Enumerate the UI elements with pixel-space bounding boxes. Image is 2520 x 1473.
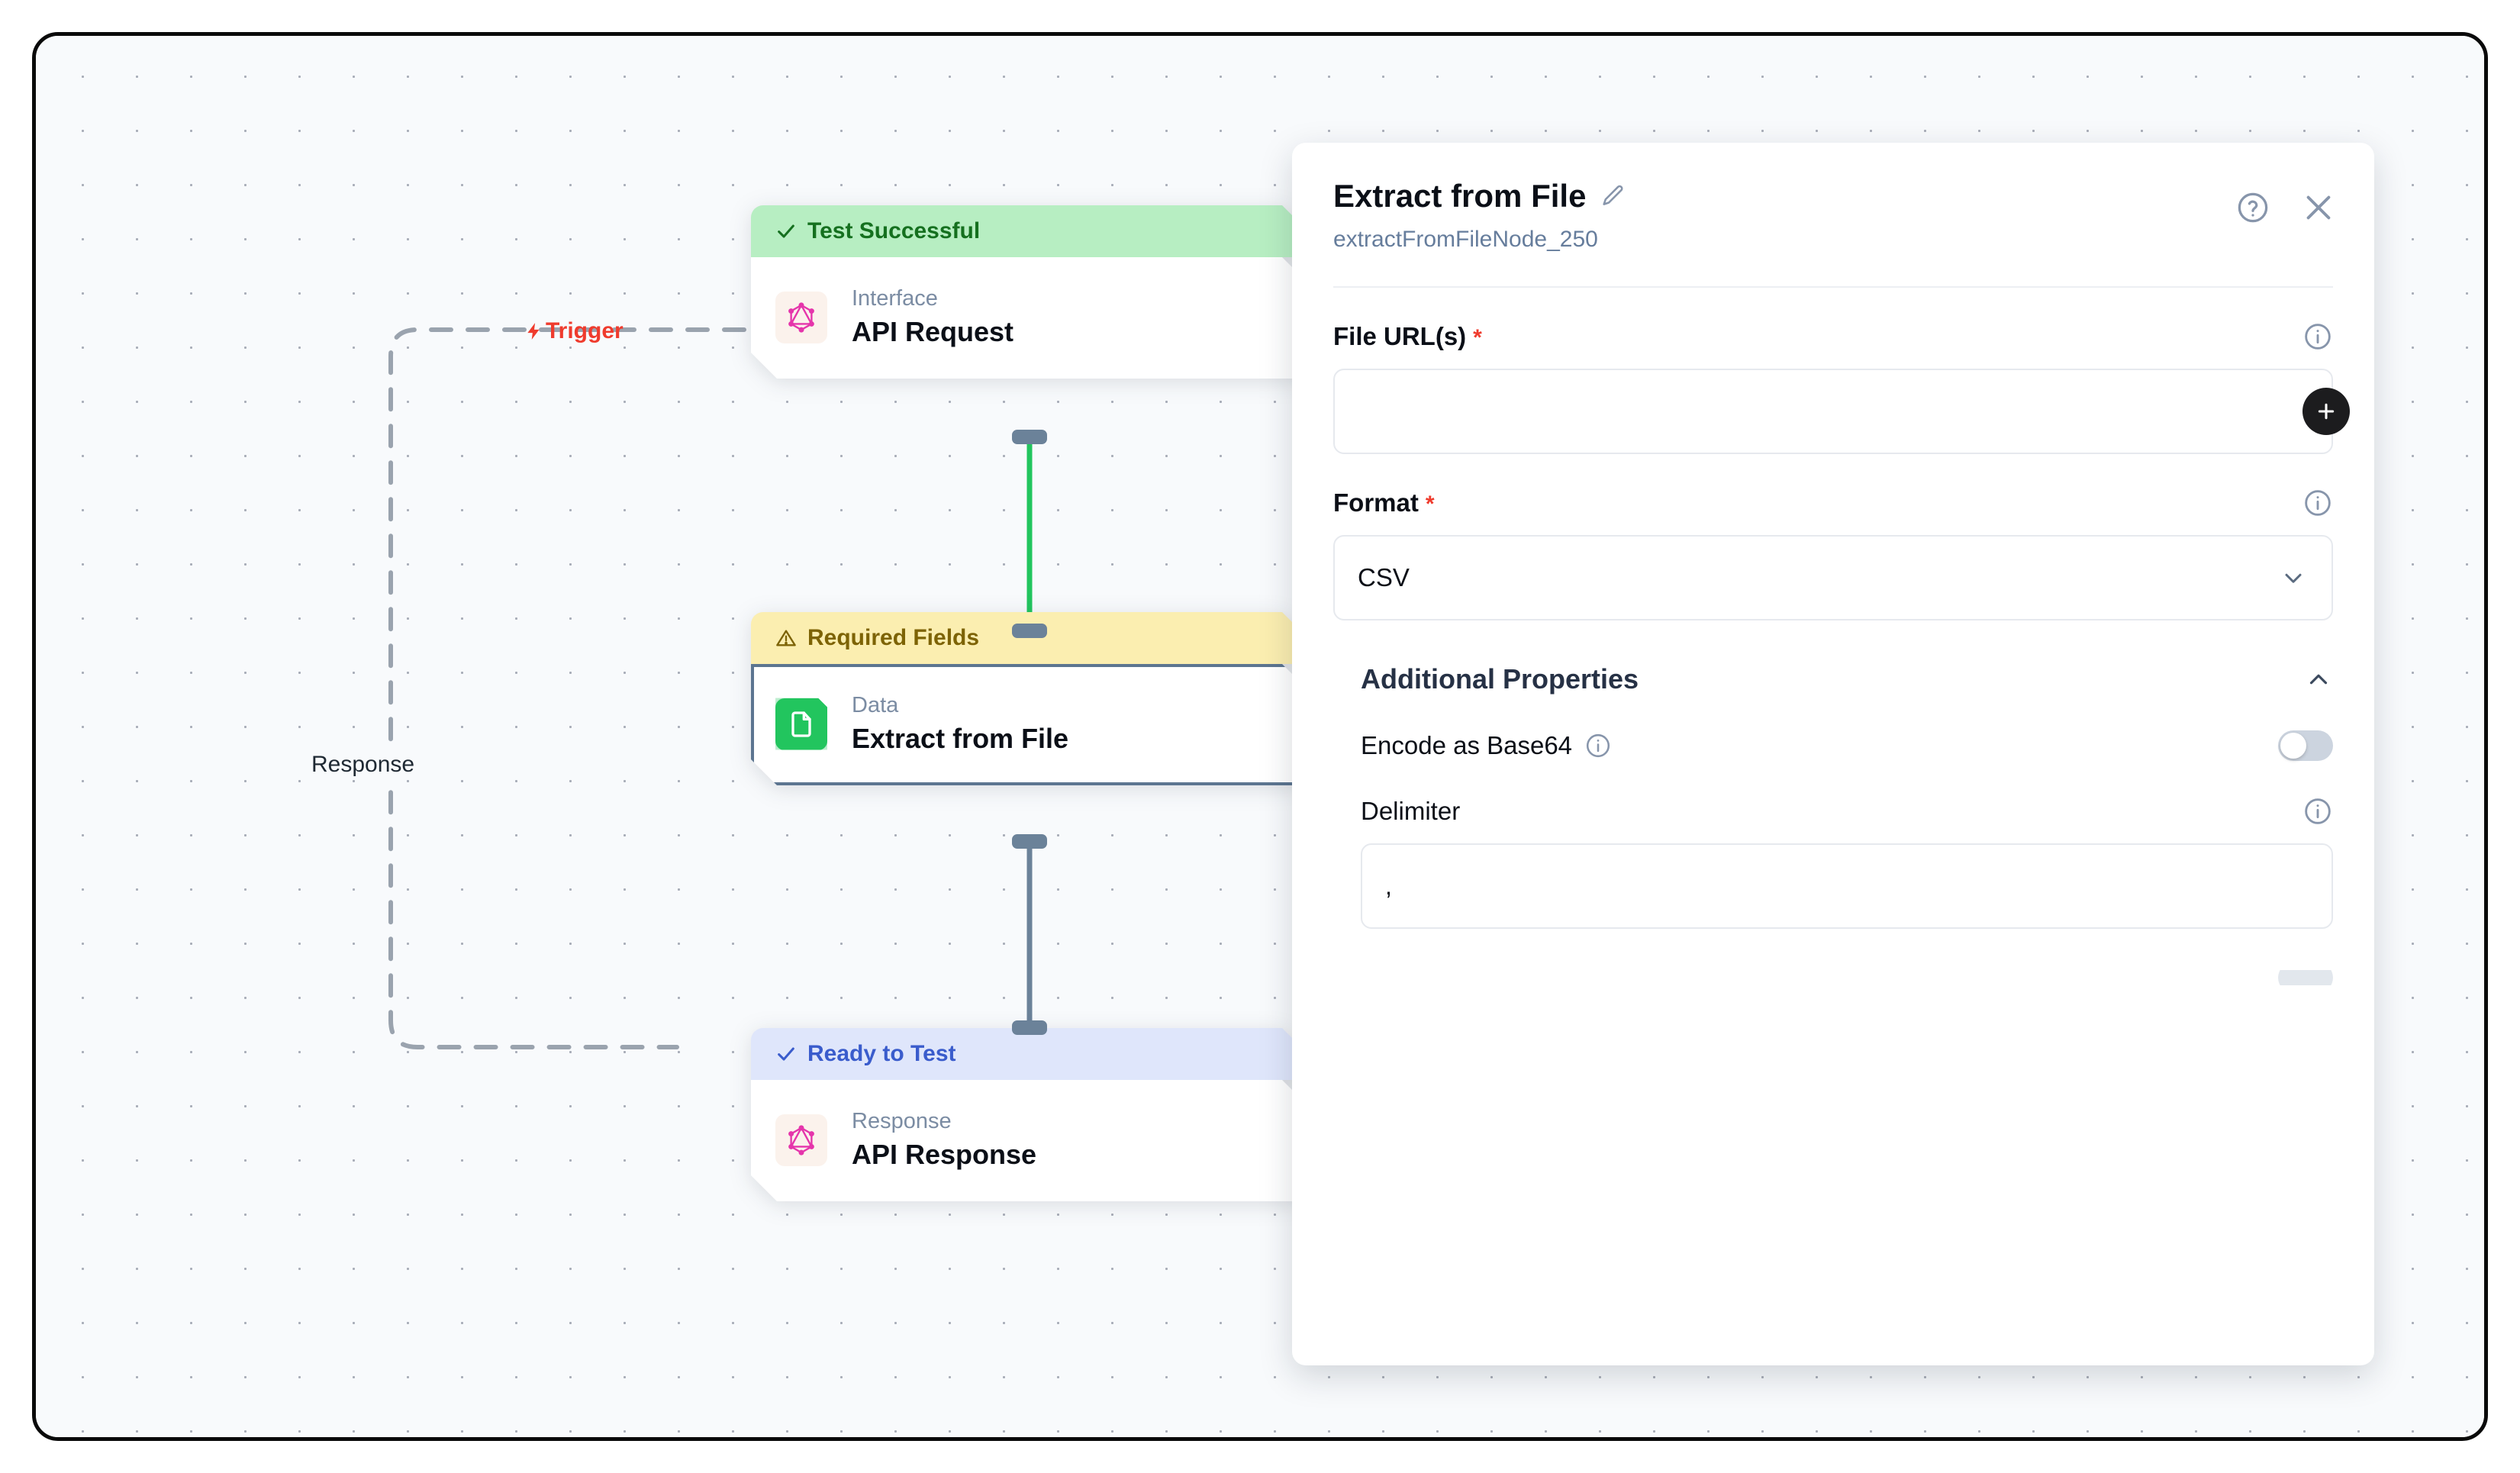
required-marker: * <box>1425 492 1435 517</box>
field-encode-base64: Encode as Base64 <box>1333 730 2333 761</box>
node-badge-text: Required Fields <box>807 625 980 650</box>
app-window: Trigger Response Test Successful <box>32 32 2488 1441</box>
clipped-next-property-toggle[interactable] <box>2278 970 2333 985</box>
panel-body: File URL(s) * <box>1292 321 2374 985</box>
field-label-row: Format * <box>1333 488 2333 518</box>
info-icon[interactable] <box>2302 488 2333 518</box>
delimiter-input[interactable] <box>1361 843 2333 929</box>
check-icon <box>775 221 797 242</box>
node-text-api-response: Response API Response <box>852 1109 1036 1171</box>
node-handle-request-out[interactable] <box>1012 430 1047 444</box>
node-title: API Response <box>852 1139 1037 1170</box>
node-handle-response-in[interactable] <box>1012 1020 1047 1035</box>
node-handle-extract-in[interactable] <box>1012 624 1047 638</box>
pencil-icon[interactable] <box>1600 183 1626 209</box>
page-title: Extract from File <box>1333 178 1587 214</box>
lightning-bolt-icon <box>527 323 540 340</box>
edge-label-response: Response <box>307 749 420 780</box>
required-marker: * <box>1473 325 1482 350</box>
encode-base64-label: Encode as Base64 <box>1361 731 1612 760</box>
workflow-canvas[interactable]: Trigger Response Test Successful <box>36 36 2484 1437</box>
format-selected-value: CSV <box>1358 563 1410 591</box>
node-kind: Interface <box>852 286 938 311</box>
field-format: Format * CSV <box>1333 488 2333 620</box>
encode-base64-row: Encode as Base64 <box>1361 730 2333 761</box>
field-label-format: Format * <box>1333 488 1435 517</box>
node-properties-panel: Extract from File extractFromFileNode_25… <box>1292 143 2374 1365</box>
panel-title-row: Extract from File <box>1333 178 2333 214</box>
node-handle-extract-out[interactable] <box>1012 834 1047 849</box>
field-file-urls: File URL(s) * <box>1333 321 2350 454</box>
graphql-icon <box>775 1114 827 1166</box>
additional-properties-title: Additional Properties <box>1361 663 1639 695</box>
node-title: Extract from File <box>852 723 1069 754</box>
info-icon[interactable] <box>2302 321 2333 352</box>
close-icon[interactable] <box>2301 190 2336 225</box>
document-glyph <box>786 709 817 740</box>
field-label-file-urls: File URL(s) * <box>1333 322 1482 350</box>
node-badge-required-fields: Required Fields <box>751 612 1308 664</box>
delimiter-input-wrap <box>1361 843 2333 929</box>
panel-divider <box>1333 286 2333 288</box>
additional-properties-header[interactable]: Additional Properties <box>1333 663 2333 695</box>
add-file-url-button[interactable] <box>2302 388 2350 435</box>
plus-icon <box>2318 403 2335 420</box>
delimiter-label: Delimiter <box>1361 797 1461 825</box>
warning-triangle-icon <box>775 627 797 649</box>
panel-header: Extract from File extractFromFileNode_25… <box>1292 143 2374 253</box>
graphql-icon <box>775 292 827 343</box>
node-text-extract-from-file: Data Extract from File <box>852 693 1068 755</box>
file-urls-input[interactable] <box>1333 369 2333 454</box>
clipped-next-property-row <box>1333 970 2333 985</box>
encode-base64-toggle[interactable] <box>2278 730 2333 761</box>
node-badge-ready-to-test: Ready to Test <box>751 1028 1308 1080</box>
node-badge-text: Test Successful <box>807 218 981 243</box>
edge-label-trigger-text: Trigger <box>546 318 624 343</box>
node-kind: Response <box>852 1109 952 1133</box>
node-title: API Request <box>852 316 1014 347</box>
node-api-response[interactable]: Ready to Test <box>751 1028 1308 1201</box>
node-body-api-request[interactable]: Interface API Request <box>751 257 1308 379</box>
toggle-knob <box>2280 733 2306 759</box>
field-label-row: File URL(s) * <box>1333 321 2333 352</box>
format-select[interactable]: CSV <box>1333 535 2333 620</box>
node-text-api-request: Interface API Request <box>852 286 1013 348</box>
node-badge-test-successful: Test Successful <box>751 205 1308 257</box>
check-icon <box>775 1043 797 1065</box>
node-kind: Data <box>852 693 899 717</box>
node-extract-from-file[interactable]: Required Fields Data Extract from File <box>751 612 1308 785</box>
document-icon <box>775 698 827 750</box>
node-body-api-response[interactable]: Response API Response <box>751 1080 1308 1201</box>
node-body-extract-from-file[interactable]: Data Extract from File <box>751 664 1308 785</box>
panel-actions <box>2235 190 2336 225</box>
delimiter-row: Delimiter <box>1361 796 2333 827</box>
field-delimiter: Delimiter <box>1333 796 2333 929</box>
info-icon[interactable] <box>1584 732 1612 759</box>
node-api-request[interactable]: Test Successful <box>751 205 1308 379</box>
file-urls-input-wrap <box>1333 369 2350 454</box>
graphql-glyph <box>785 1123 818 1157</box>
graphql-glyph <box>785 301 818 334</box>
info-icon[interactable] <box>2302 796 2333 827</box>
help-circle-icon[interactable] <box>2235 190 2270 225</box>
format-select-wrap: CSV <box>1333 535 2333 620</box>
panel-subtitle: extractFromFileNode_250 <box>1333 227 1598 252</box>
edge-label-trigger: Trigger <box>524 318 624 344</box>
chevron-up-icon[interactable] <box>2304 665 2333 694</box>
node-badge-text: Ready to Test <box>807 1041 956 1066</box>
